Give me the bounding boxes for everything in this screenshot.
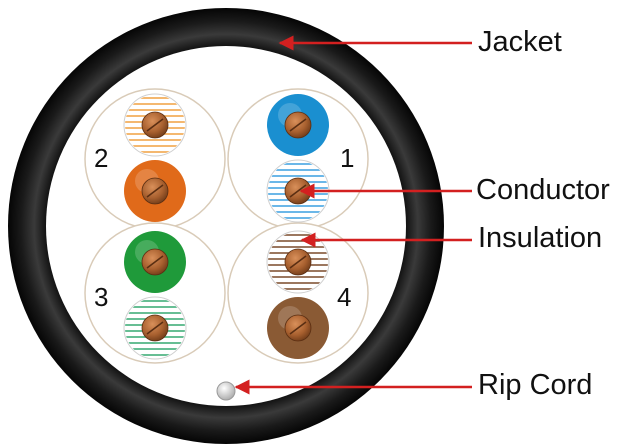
wire-pair-2-solid: [124, 160, 186, 222]
rip-cord: [216, 381, 236, 401]
pair-number-3: 3: [94, 282, 108, 312]
wire-pair-4-solid: [267, 297, 329, 359]
conductor-strand: [146, 184, 164, 198]
wire-pair-3-solid: [124, 231, 186, 293]
jacket-label: Jacket: [478, 26, 562, 58]
wire-pair-3-striped: [123, 296, 187, 360]
rip-cord-label: Rip Cord: [478, 369, 593, 401]
conductor-strand: [146, 255, 164, 269]
wire-pair-1-solid: [267, 94, 329, 156]
pair-number-1: 1: [340, 143, 354, 173]
pair-number-2: 2: [94, 143, 108, 173]
conductor-label: Conductor: [476, 174, 610, 206]
insulation-label: Insulation: [478, 222, 603, 254]
conductor-strand: [146, 118, 164, 132]
wire-pair-2-striped: [123, 93, 187, 157]
pair-number-4: 4: [337, 282, 351, 312]
insulation-stripes: [125, 97, 185, 153]
cable-interior: [46, 46, 406, 406]
conductor-strand: [289, 118, 307, 132]
conductor-strand: [146, 321, 164, 335]
conductor-strand: [289, 321, 307, 335]
conductor-strand: [289, 255, 307, 269]
